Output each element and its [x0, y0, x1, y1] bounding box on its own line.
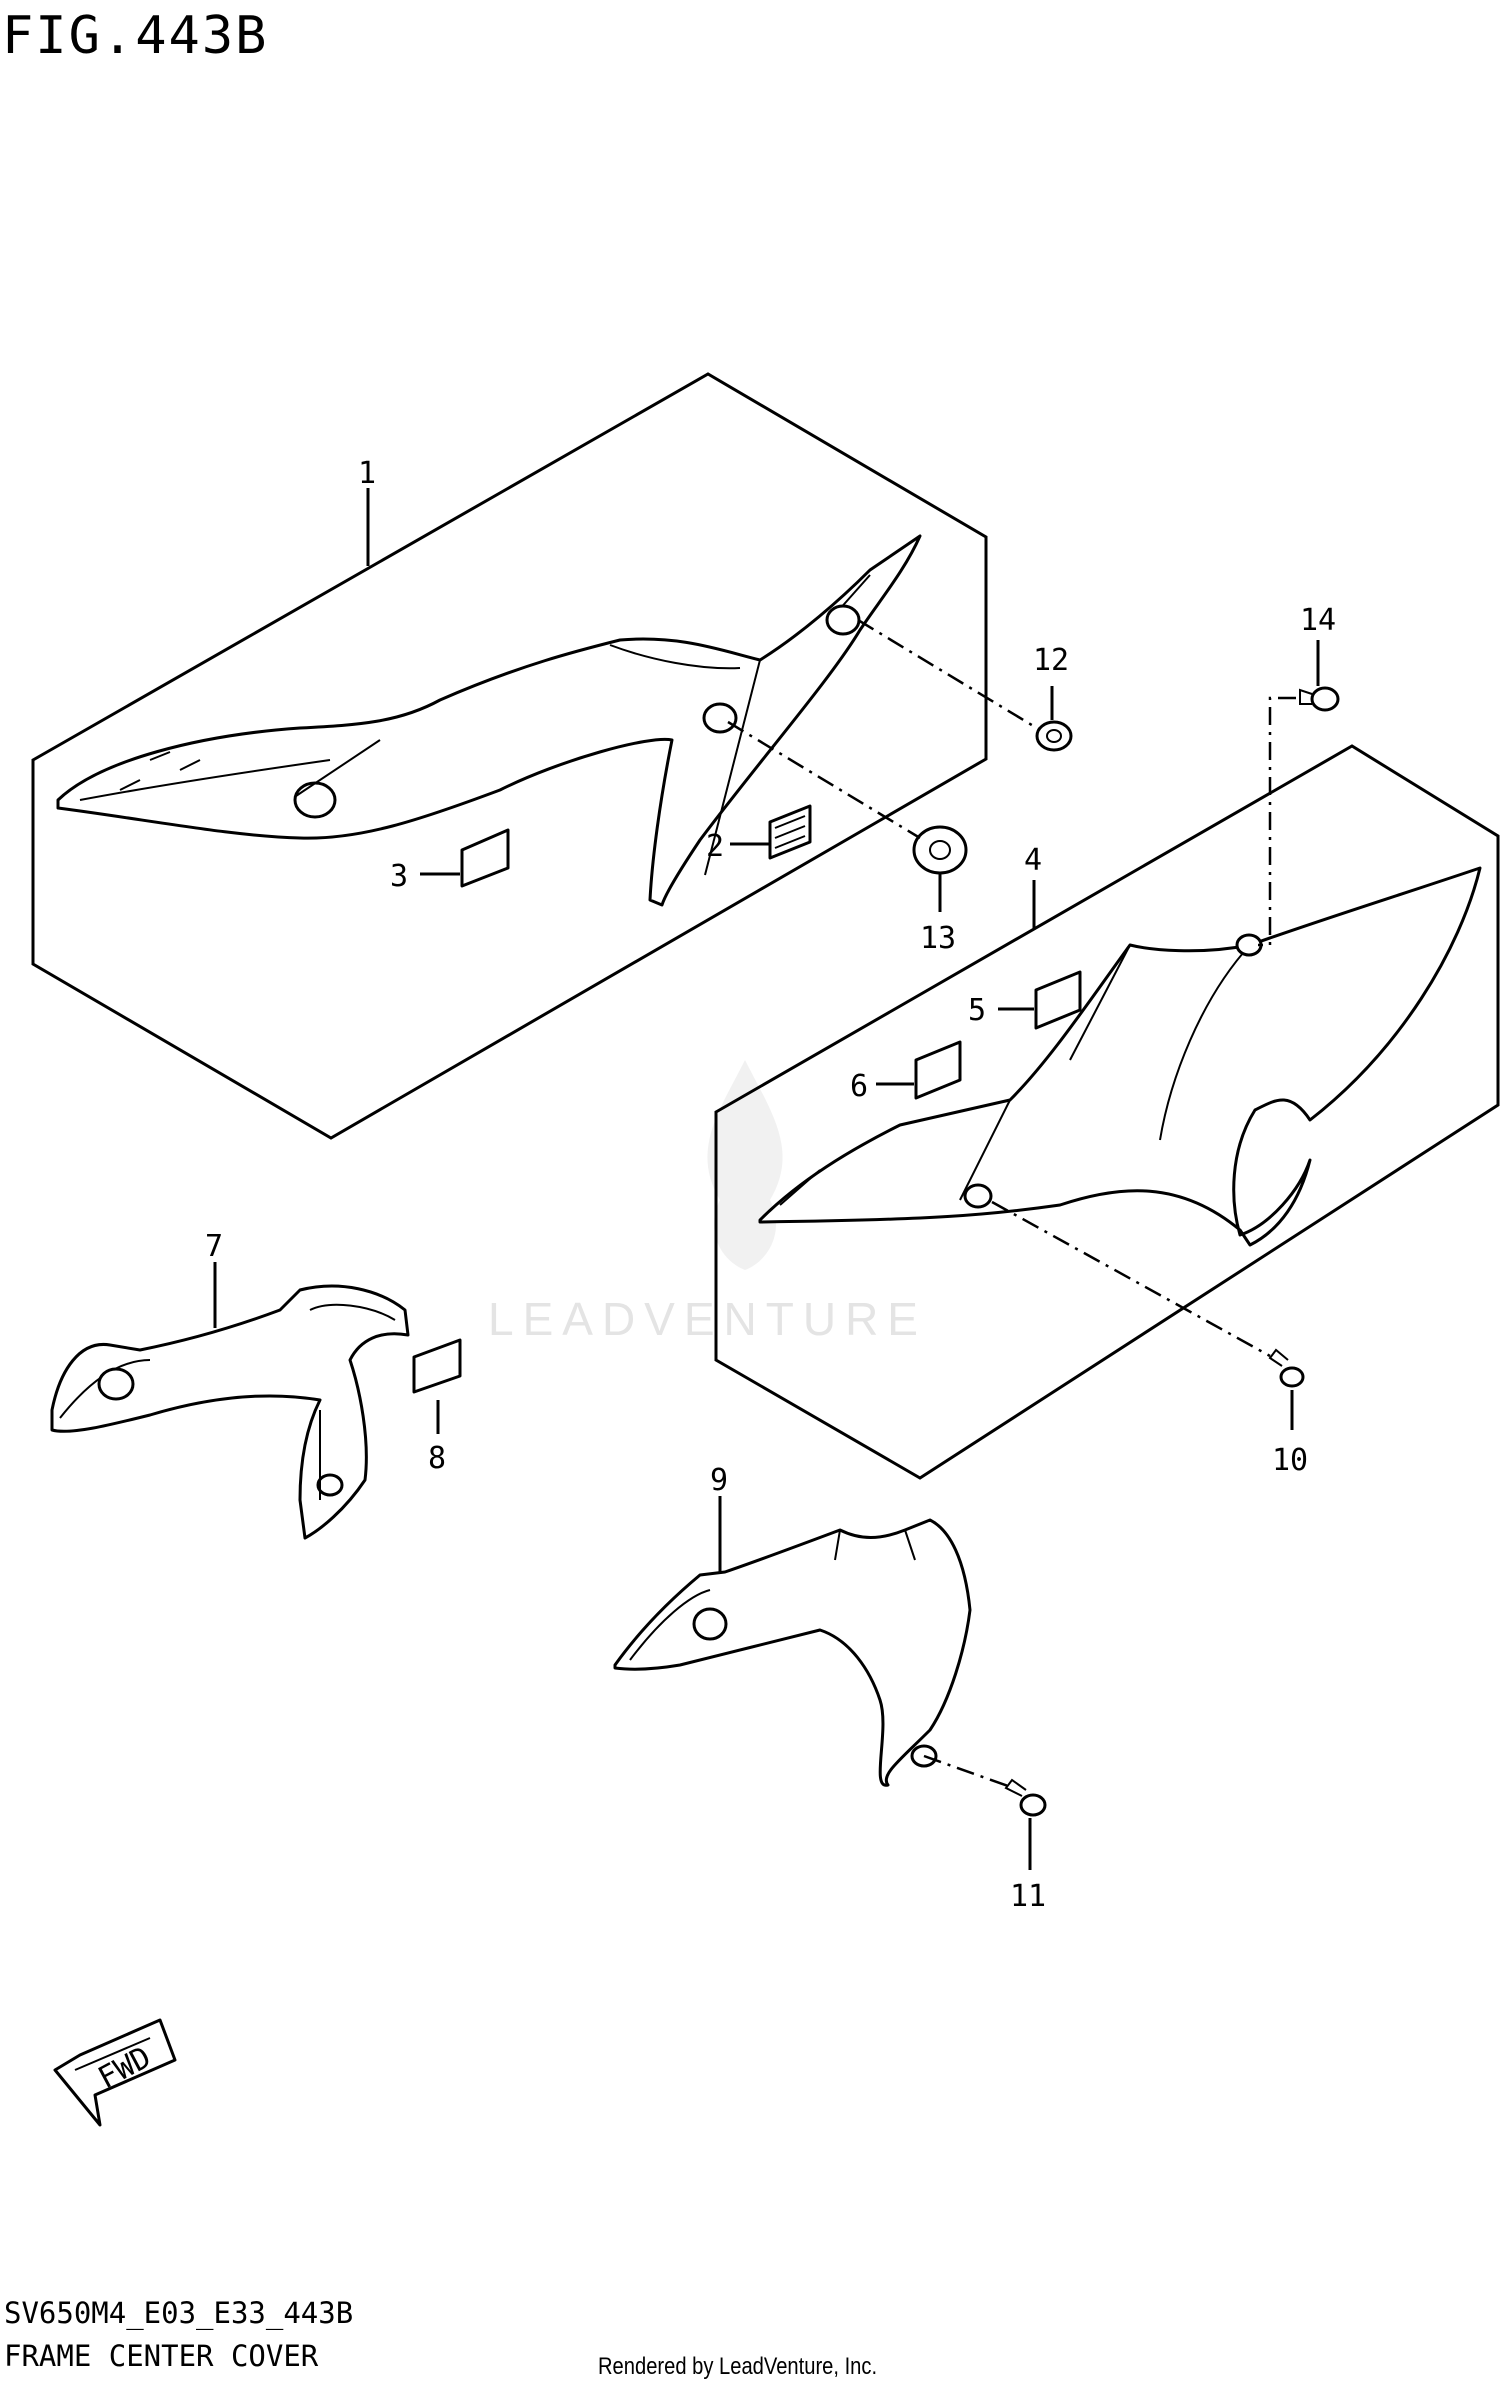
callout-13: 13 [920, 921, 956, 956]
fastener-path-12 [857, 618, 1041, 732]
callout-10: 10 [1272, 1443, 1308, 1478]
callout-9: 9 [710, 1463, 728, 1498]
callout-5: 5 [968, 993, 986, 1028]
callout-3: 3 [390, 859, 408, 894]
screw-part-14 [1299, 686, 1340, 712]
label-part-3 [460, 828, 510, 888]
fastener-path-14 [1258, 696, 1296, 947]
assembly-outline-1 [31, 372, 988, 1140]
callout-14: 14 [1300, 603, 1336, 638]
label-part-8 [412, 1338, 462, 1394]
grommet-part-13 [912, 825, 968, 875]
frame-center-cover-left [56, 534, 922, 907]
watermark-logo [707, 1060, 783, 1270]
screw-part-10 [1268, 1348, 1305, 1388]
callout-11: 11 [1010, 1879, 1046, 1914]
forward-arrow: FWD [53, 2018, 177, 2127]
figure-title: FIG.443B [2, 6, 269, 66]
cover-part-9 [613, 1518, 972, 1787]
callout-12: 12 [1033, 643, 1069, 678]
callout-8: 8 [428, 1441, 446, 1476]
screw-part-11 [1004, 1778, 1047, 1817]
callout-1: 1 [358, 456, 376, 491]
diagram-code: SV650M4_E03_E33_443B [4, 2296, 354, 2330]
fastener-path-13 [727, 720, 921, 840]
callout-7: 7 [205, 1229, 223, 1264]
callout-2: 2 [706, 829, 724, 864]
grommet-part-12 [1035, 720, 1073, 752]
callout-6: 6 [850, 1069, 868, 1104]
fastener-path-11 [923, 1754, 1009, 1788]
callout-4: 4 [1024, 843, 1042, 878]
fastener-path-10 [991, 1200, 1271, 1358]
diagram-name: FRAME CENTER COVER [4, 2339, 319, 2373]
pad-part-2 [768, 804, 812, 860]
render-credit: Rendered by LeadVenture, Inc. [598, 2353, 878, 2380]
label-part-5 [1034, 970, 1082, 1030]
cover-part-7 [50, 1284, 410, 1540]
label-part-6 [914, 1040, 962, 1100]
watermark-text: LEADVENTURE [488, 1293, 927, 1345]
assembly-outline-4 [714, 744, 1500, 1480]
frame-center-cover-right [758, 866, 1482, 1247]
